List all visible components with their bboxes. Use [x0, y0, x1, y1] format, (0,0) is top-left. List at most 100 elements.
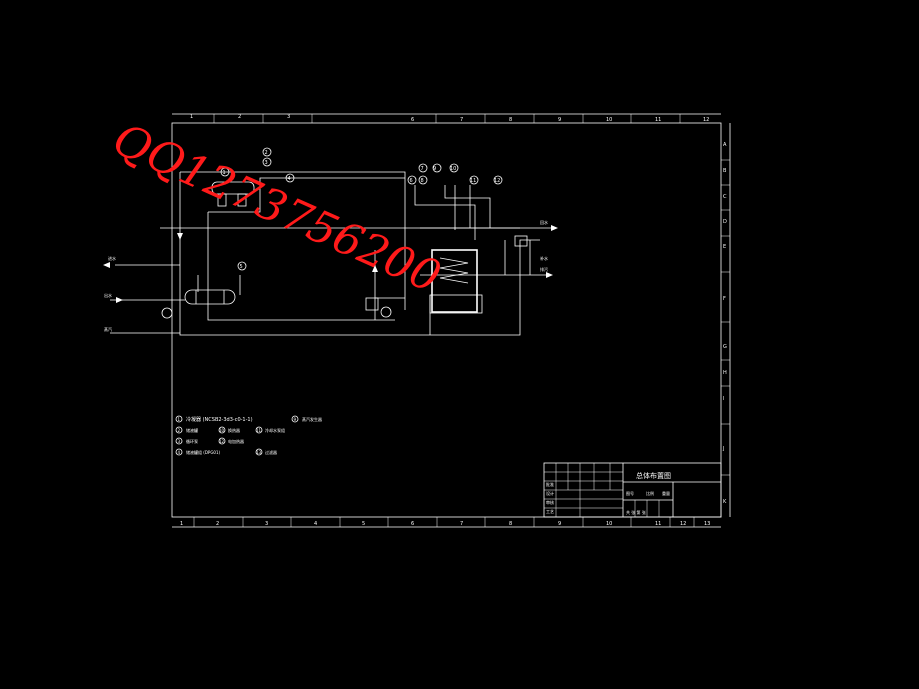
title-block-row: 工艺	[546, 509, 554, 514]
watermark: QQ1273756200	[106, 113, 448, 303]
ruler-tick-label: D	[723, 219, 727, 225]
equip-tag: 12	[494, 178, 500, 184]
equip-tag: 4	[288, 176, 291, 182]
ruler-tick-label: 2	[238, 114, 241, 120]
title-block-field: 重量	[662, 490, 670, 496]
legend-text: 储液罐组 (DPG01)	[186, 449, 221, 455]
ruler-tick-label: 10	[606, 521, 612, 527]
ruler-tick-label: 9	[558, 117, 561, 123]
ruler-tick-label: 8	[509, 117, 512, 123]
ruler-tick-label: 6	[411, 521, 414, 527]
title-block-row: 设计	[546, 490, 554, 496]
drawing-title: 总体布置图	[636, 471, 671, 480]
ruler-tick-label: G	[723, 344, 727, 350]
ruler-tick-label: 12	[703, 117, 709, 123]
ruler-tick-label: 6	[411, 117, 414, 123]
bottom-ruler: 1 2 3 4 5 6 7 8 9 10 11 12 13	[180, 517, 710, 527]
ruler-tick-label: I	[723, 396, 724, 402]
ruler-tick-label: E	[723, 244, 726, 250]
ruler-tick-label: A	[723, 142, 727, 148]
equip-tag: 10	[450, 166, 456, 172]
line-label: 回水	[540, 219, 548, 225]
arrow-right-icon	[551, 225, 558, 231]
ruler-tick-label: 11	[655, 117, 661, 123]
right-ruler: A B C D E F G H I J K	[721, 142, 730, 505]
ruler-tick-label: F	[723, 296, 726, 302]
legend-text: 过滤器	[265, 449, 277, 455]
top-ruler: 1 2 3 6 7 8 9 10 11 12	[190, 114, 709, 123]
svg-text:4: 4	[178, 450, 181, 455]
ruler-tick-label: K	[723, 499, 727, 505]
ruler-tick-label: 2	[216, 521, 219, 527]
ruler-tick-label: 4	[314, 521, 317, 527]
svg-text:11: 11	[256, 428, 262, 433]
svg-text:12: 12	[219, 439, 225, 444]
arrow-left-icon	[103, 262, 110, 268]
ruler-tick-label: 1	[190, 114, 193, 120]
ruler-tick-label: C	[723, 194, 727, 200]
ruler-tick-label: 11	[655, 521, 661, 527]
equipment-legend: 1 冷凝器 (NCSB2-3d3-c0-1-1) 9 蒸汽发生器 2 储液罐 1…	[175, 415, 322, 456]
title-block-row: 审核	[546, 499, 554, 505]
svg-text:1: 1	[178, 417, 181, 422]
line-label: 补水	[540, 255, 548, 261]
line-label: 排污	[540, 266, 548, 272]
arrow-up-icon	[372, 265, 378, 272]
legend-text: 冷却水泵组	[265, 427, 285, 433]
svg-text:3: 3	[178, 439, 181, 444]
condenser	[211, 181, 255, 195]
drawing-frame	[171, 113, 731, 528]
ruler-tick-label: 7	[460, 117, 463, 123]
legend-text: 储液罐	[186, 427, 198, 433]
line-label: 进水	[108, 255, 116, 261]
equip-tag: 7	[421, 166, 424, 172]
equipment-tags: 1 2 3 4 5 6 7 8 9 10 11 12	[220, 147, 503, 271]
svg-text:10: 10	[219, 428, 225, 433]
heat-exchanger	[431, 249, 478, 313]
ruler-tick-label: 3	[287, 114, 290, 120]
flow-arrows: 进水 出水 蒸汽 回水 排污 补水	[103, 219, 558, 332]
equip-tag: 11	[470, 178, 476, 184]
legend-text: 电加热器	[228, 438, 244, 444]
ruler-tick-label: H	[723, 370, 727, 376]
legend-text: 蒸汽发生器	[302, 416, 322, 422]
svg-text:13: 13	[256, 450, 262, 455]
arrow-down-icon	[177, 233, 183, 240]
ruler-tick-label: 1	[180, 521, 183, 527]
arrow-right-icon	[116, 297, 123, 303]
receiver-tank	[184, 289, 236, 305]
circulation-pump	[161, 307, 173, 319]
ruler-tick-label: 13	[704, 521, 710, 527]
equip-tag: 6	[410, 178, 413, 184]
line-label: 出水	[104, 292, 112, 298]
equip-tag: 3	[265, 160, 268, 166]
ruler-tick-label: 5	[362, 521, 365, 527]
ruler-tick-label: 12	[680, 521, 686, 527]
title-block-field: 比例	[646, 490, 654, 496]
equip-tag: 2	[265, 150, 268, 156]
arrow-right-icon	[546, 272, 553, 278]
legend-text: 换热器	[228, 427, 240, 433]
ruler-tick-label: 7	[460, 521, 463, 527]
ruler-tick-label: 8	[509, 521, 512, 527]
ruler-tick-label: 3	[265, 521, 268, 527]
ruler-tick-label: J	[722, 446, 724, 452]
sheet-number: 共 张 第 张	[626, 509, 646, 515]
equipment	[161, 181, 528, 319]
ruler-tick-label: B	[723, 168, 727, 174]
equip-tag: 9	[433, 166, 436, 172]
equip-tag: 1	[223, 170, 226, 176]
title-block-row: 批准	[546, 481, 554, 487]
equip-tag: 8	[421, 178, 424, 184]
legend-text: 冷凝器 (NCSB2-3d3-c0-1-1)	[186, 416, 253, 423]
ruler-tick-label: 9	[558, 521, 561, 527]
svg-text:2: 2	[178, 428, 181, 433]
title-block: 总体布置图 设计 审核 工艺 批准 图号 比例 重量 共 张 第 张	[543, 462, 722, 518]
circulation-pump	[380, 306, 392, 318]
equip-tag: 5	[240, 264, 243, 270]
watermark-text: QQ1273756200	[106, 113, 448, 303]
process-piping	[110, 171, 555, 336]
line-label: 蒸汽	[104, 326, 112, 332]
legend-text: 循环泵	[186, 438, 198, 444]
